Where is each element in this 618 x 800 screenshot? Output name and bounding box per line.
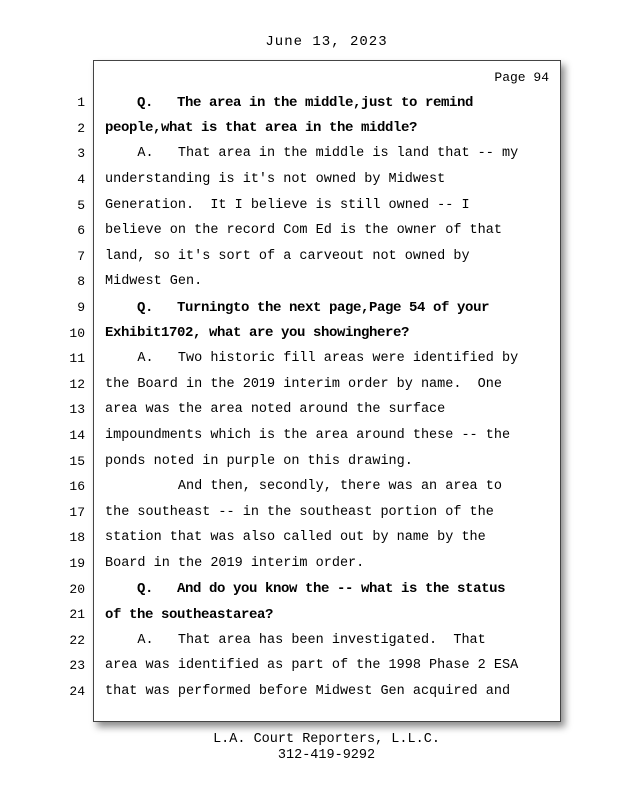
line-number: 15: [69, 453, 85, 469]
line-text: Q. The area in the middle,just to remind: [105, 94, 474, 111]
line-number: 4: [77, 172, 85, 188]
line-text: A. That area in the middle is land that …: [105, 146, 519, 162]
line-text: of the southeastarea?: [105, 606, 274, 623]
line-number: 7: [77, 248, 85, 264]
transcript-line: 21 of the southeastarea?: [55, 602, 575, 628]
transcript-line: 6 believe on the record Com Ed is the own…: [55, 218, 575, 244]
transcript-box: [93, 60, 561, 722]
transcript-line: 24 that was performed before Midwest Gen …: [55, 679, 575, 705]
line-number: 21: [69, 607, 85, 623]
line-text: Q. Turningto the next page,Page 54 of yo…: [105, 299, 490, 316]
line-number: 14: [69, 428, 85, 444]
line-number: 5: [77, 197, 85, 213]
transcript-line: 23 area was identified as part of the 199…: [55, 653, 575, 679]
line-number: 6: [77, 223, 85, 239]
line-number: 24: [69, 683, 85, 699]
line-number: 20: [69, 581, 85, 597]
transcript-line: 1 Q. The area in the middle,just to remi…: [55, 90, 575, 116]
line-text: A. That area has been investigated. That: [105, 632, 486, 648]
transcript-line: 16 And then, secondly, there was an area…: [55, 474, 575, 500]
line-text: Midwest Gen.: [105, 274, 203, 290]
transcript-line: 11 A. Two historic fill areas were ident…: [55, 346, 575, 372]
transcript-line: 20 Q. And do you know the -- what is the…: [55, 576, 575, 602]
footer: L.A. Court Reporters, L.L.C. 312-419-929…: [93, 732, 560, 764]
transcript-line: 2 people,what is that area in the middle?: [55, 116, 575, 142]
line-text: Q. And do you know the -- what is the st…: [105, 581, 506, 598]
transcript-line: 19 Board in the 2019 interim order.: [55, 551, 575, 577]
line-number: 13: [69, 402, 85, 418]
line-text: Exhibit1702, what are you showinghere?: [105, 325, 410, 342]
line-number: 17: [69, 504, 85, 520]
transcript-line: 15 ponds noted in purple on this drawing.: [55, 448, 575, 474]
line-text: A. Two historic fill areas were identifi…: [105, 351, 519, 367]
line-number: 18: [69, 530, 85, 546]
transcript-line: 17 the southeast -- in the southeast port…: [55, 500, 575, 526]
line-number: 22: [69, 632, 85, 648]
transcript-line: 4 understanding is it's not owned by Midw…: [55, 167, 575, 193]
line-number: 12: [69, 376, 85, 392]
line-text: area was the area noted around the surfa…: [105, 402, 446, 418]
line-number: 19: [69, 555, 85, 571]
line-text: believe on the record Com Ed is the owne…: [105, 223, 502, 239]
transcript-line: 12 the Board in the 2019 interim order by…: [55, 372, 575, 398]
line-text: people,what is that area in the middle?: [105, 120, 418, 137]
line-text: the Board in the 2019 interim order by n…: [105, 376, 502, 392]
line-text: station that was also called out by name…: [105, 530, 486, 546]
line-text: Generation. It I believe is still owned …: [105, 197, 470, 213]
footer-org: L.A. Court Reporters, L.L.C.: [213, 732, 440, 747]
transcript-line: 22 A. That area has been investigated. T…: [55, 627, 575, 653]
transcript-line: 8 Midwest Gen.: [55, 269, 575, 295]
transcript-line: 7 land, so it's sort of a carveout not ow…: [55, 244, 575, 270]
transcript-line: 5 Generation. It I believe is still owned…: [55, 192, 575, 218]
line-number: 9: [77, 300, 85, 316]
line-number: 23: [69, 658, 85, 674]
line-number: 11: [69, 351, 85, 367]
transcript-line: 3 A. That area in the middle is land tha…: [55, 141, 575, 167]
line-text: the southeast -- in the southeast portio…: [105, 504, 494, 520]
date-header: June 13, 2023: [265, 34, 388, 50]
line-number: 10: [69, 325, 85, 341]
line-text: ponds noted in purple on this drawing.: [105, 453, 413, 469]
footer-phone: 312-419-9292: [277, 748, 376, 763]
transcript-line: 14 impoundments which is the area around …: [55, 423, 575, 449]
page-number-label: Page 94: [494, 70, 549, 85]
line-text: area was identified as part of the 1998 …: [105, 658, 519, 674]
transcript-line: 18 station that was also called out by na…: [55, 525, 575, 551]
transcript-line: 9 Q. Turningto the next page,Page 54 of …: [55, 295, 575, 321]
transcript-line: 10 Exhibit1702, what are you showinghere?: [55, 320, 575, 346]
line-number: 1: [77, 95, 85, 111]
transcript-lines: 1 Q. The area in the middle,just to remi…: [55, 90, 575, 704]
line-text: land, so it's sort of a carveout not own…: [105, 248, 470, 264]
line-text: And then, secondly, there was an area to: [105, 479, 502, 495]
line-number: 16: [69, 479, 85, 495]
transcript-line: 13 area was the area noted around the sur…: [55, 397, 575, 423]
line-text: that was performed before Midwest Gen ac…: [105, 683, 511, 699]
line-text: understanding is it's not owned by Midwe…: [105, 172, 446, 188]
line-text: impoundments which is the area around th…: [105, 428, 511, 444]
line-number: 3: [77, 146, 85, 162]
line-number: 2: [77, 120, 85, 136]
line-text: Board in the 2019 interim order.: [105, 555, 365, 571]
line-number: 8: [77, 274, 85, 290]
